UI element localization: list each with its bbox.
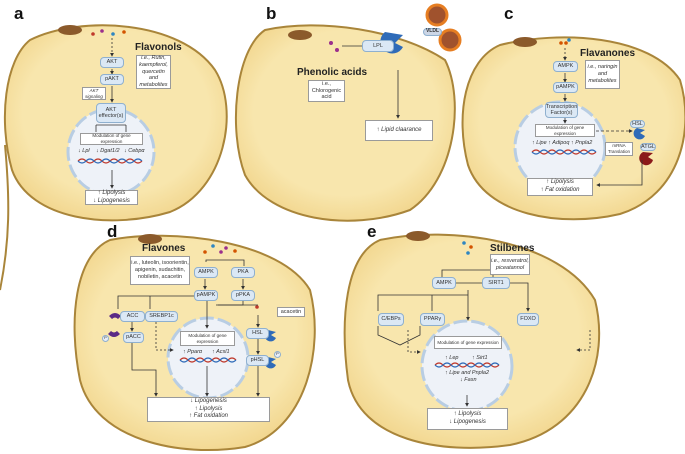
pampk-node-c: pAMPK [553,82,578,93]
result-lipogenesis: ↓ Lipogenesis [449,419,486,425]
gene-sirt1: ↑ Sirt1 [472,355,488,361]
result-lipolysis: ↑ Lipolysis [453,411,482,418]
stilbenes-examples: i.e., resveratrol, piceatannol [490,254,530,275]
cebps-node: C/EBPs [378,313,404,326]
result-box-d: ↓ Lipogenesis↑ Lipolysis↑ Fat oxidation [147,397,270,422]
pakt-node: pAKT [100,74,124,85]
acc-node: ACC [120,311,145,322]
vldl-particles [425,3,462,52]
gene-dgat: ↓ Dgat1/2 [96,148,120,154]
result-fat-oxidation: ↑ Fat oxidation [188,413,229,420]
flavanones-title: Flavanones [580,48,636,59]
pampk-node-d: pAMPK [194,290,218,301]
phenolic-acids-title: Phenolic acids [297,67,368,78]
panel-label-c: c [504,4,514,23]
lipid-clearance-box: ↑ Lipid claarance [365,120,433,141]
atgl-enzyme-icon [639,152,653,166]
result-fat-oxidation: ↑ Fat oxidation [540,187,580,193]
flavanones-examples: i.e., naringin and metabolites [585,60,620,89]
panel-label-a: a [14,4,24,23]
akt-node: AKT [100,57,124,68]
foxo-node: FOXO [517,313,539,326]
gene-cebpa: ↓ Cebpα [124,148,145,154]
flavonols-title: Flavonols [135,42,182,53]
ampk-node-d: AMPK [194,267,218,278]
phosphate-badge-acc: P [102,335,109,342]
lpl-node: LPL [362,40,394,52]
vldl-label: VLDL [423,28,442,36]
cell-nucleus-lipid-a [58,25,82,35]
modulation-box-e: Modulation of gene expression [434,336,502,349]
result-box-a: ↑ Lipolysis↓ Lipogenesis [85,190,138,205]
flavones-examples: i.e., luteolin, isoorientin, apigenin, s… [130,256,190,285]
panel-label-b: b [266,4,277,23]
dna-strands [77,149,597,368]
pka-node: PKA [231,267,255,278]
gene-lipe-pnpla2: ↑ Lipe and Pnpla2 [445,370,490,376]
flavonols-examples: i.e., Rutin, kaempferol, quercetin and m… [136,55,171,89]
ppargamma-node: PPARγ [420,313,445,326]
result-lipogenesis: ↓ Lipogenesis [190,397,227,404]
modulation-box-d: Modulation of gene expression [180,331,235,346]
modulation-box-a: Modulation of gene expression [80,133,143,145]
hsl-enzyme-icon-c [633,128,645,140]
result-lipolysis: ↑ Lipolysis [194,405,223,412]
genes-c: ↑ Lipe ↑ Adipoq ↑ Pnpla2 [532,140,593,146]
polyphenol-molecules [91,29,571,309]
acc-enzyme-icon [109,313,121,319]
akt-signaling-label: AKT signaling [82,87,106,100]
gene-acsl1: ↑ Acsl1 [212,349,230,355]
gene-lep: ↑ Lep [445,355,459,361]
transcription-factor-node: Transcription Factor(s) [545,102,578,118]
hsl-node-c: HSL [630,120,645,128]
gene-lpl: ↓ Lpl [78,148,90,154]
flavones-title: Flavones [142,243,186,254]
modulation-box-c: Modulation of gene expression [535,124,595,137]
srebp1c-node: SREBP1c [145,311,178,322]
gene-fasn: ↓ Fasn [460,377,477,383]
ppka-node: pPKA [231,290,255,301]
panel-label-e: e [367,222,377,241]
phsl-node: pHSL [246,355,269,366]
result-lipolysis: ↑ Lipolysis [97,189,126,196]
result-lipogenesis: ↓ Lipogenesis [93,197,130,204]
phosphate-badge-hsl: P [274,351,281,358]
pacc-node: pACC [123,332,144,343]
ampk-node-c: AMPK [553,61,578,72]
result-box-e: ↑ Lipolysis↓ Lipogenesis [427,408,508,430]
sirt1-node: SIRT1 [482,277,510,289]
mrna-translation-label: mRNA Translation [605,142,633,156]
result-box-c: ↑ Lipolysis↑ Fat oxidation [527,178,593,196]
atgl-node: ATGL [640,143,656,151]
stilbenes-title: Stilbenes [490,243,535,254]
hsl-node-d: HSL [246,328,269,339]
phenolic-acids-examples: i.e., Chlorogenic acid [308,80,345,102]
panel-label-d: d [107,222,118,241]
ampk-node-e: AMPK [432,277,456,289]
pacc-enzyme-icon [108,331,120,337]
akt-effector-node: AKT effector(s) [96,103,126,123]
gene-ppara: ↑ Pparα [183,349,203,355]
acacetin-label: acacetin [277,307,305,317]
result-lipolysis: ↑ Lipolysis [546,179,574,186]
